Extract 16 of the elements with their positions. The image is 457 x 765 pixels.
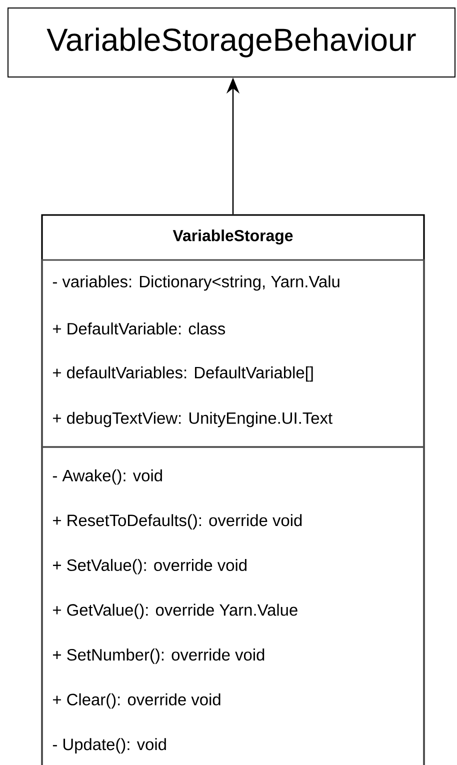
class-box (41, 214, 425, 765)
method-text: + GetValue(): override Yarn.Value (53, 604, 298, 620)
attribute-text: + debugTextView: UnityEngine.UI.Text (53, 412, 332, 428)
compartment (41, 259, 425, 448)
class-name: VariableStorage (172, 230, 293, 244)
attribute-text: + defaultVariables: DefaultVariable[] (53, 366, 313, 382)
attribute-text: + DefaultVariable: class (53, 322, 226, 335)
class-box: VariableStorageBehaviour (8, 8, 456, 78)
method-text: + ResetToDefaults(): override void (53, 514, 302, 530)
method-text: - Update(): void (52, 738, 166, 754)
compartment (41, 446, 425, 765)
method-text: - Awake(): void (52, 469, 162, 485)
method-text: + Clear(): override void (53, 693, 220, 709)
method-text: + SetValue(): override void (53, 558, 246, 574)
attribute-text: - variables: Dictionary<string, Yarn.Valu (52, 275, 340, 291)
method-text: + SetNumber(): override void (53, 648, 264, 664)
